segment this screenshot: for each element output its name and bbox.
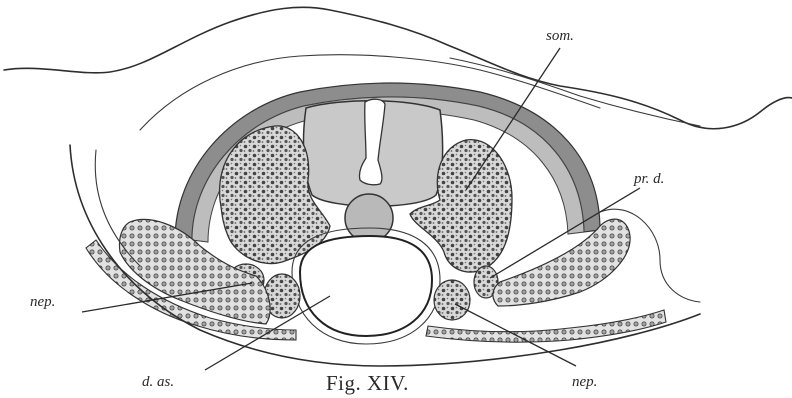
figure-caption: Fig. XIV. <box>326 371 409 395</box>
label-som: som. <box>546 28 574 44</box>
dorsal-aorta <box>300 236 432 336</box>
lateral-plate-right <box>493 219 630 306</box>
notochord <box>345 194 393 242</box>
label-nep-right: nep. <box>572 374 597 390</box>
label-pr-d: pr. d. <box>633 171 664 187</box>
nephric-duct-right <box>434 280 470 320</box>
label-d-as: d. as. <box>142 374 174 390</box>
label-nep-left: nep. <box>30 294 55 310</box>
